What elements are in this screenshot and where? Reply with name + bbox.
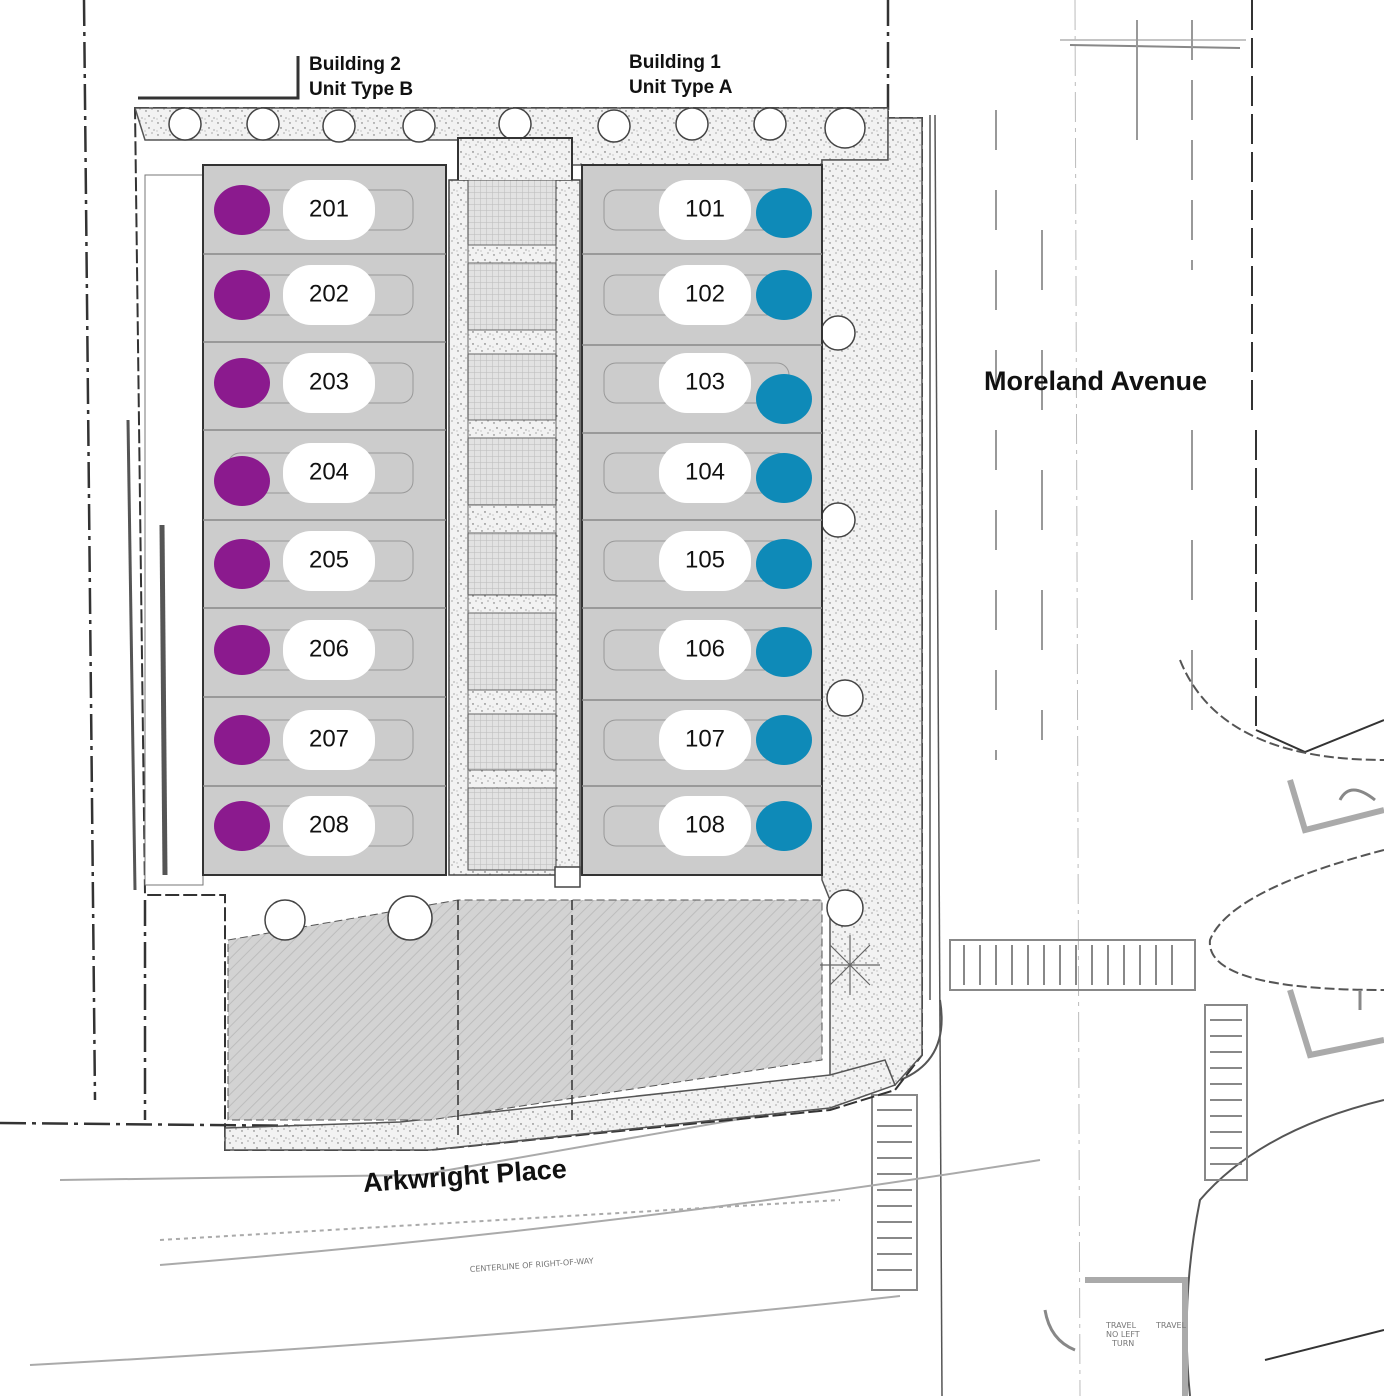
unit-number: 104 [685,458,725,485]
sidewalk-east [821,117,923,1099]
unit-label-pill [283,265,375,325]
unit-marker-dot [756,539,812,589]
building-2-label: Building 2 Unit Type B [309,52,413,102]
unit-label-pill [659,620,751,680]
unit-number: 204 [309,458,349,485]
unit-label-pill [283,796,375,856]
building-2-units: 201 202 203 204 205 206 207 208 [214,180,414,856]
rear-yard-strip [144,174,204,886]
unit-number: 202 [309,280,349,307]
unit-number: 101 [685,195,725,222]
unit-number: 207 [309,725,349,752]
travel-note: TRAVEL [1105,1321,1137,1330]
unit-number: 201 [309,195,349,222]
unit-marker-dot [756,188,812,238]
unit-number: 108 [685,811,725,838]
unit-label-pill [283,353,375,413]
tree-icon [264,899,306,941]
unit-marker-dot [214,270,270,320]
unit-marker-dot [756,453,812,503]
building-2-name: Building 2 [309,54,401,75]
tree-icon [826,679,864,717]
unit-marker-dot [214,625,270,675]
tree-icon [387,895,433,941]
building-2-unit-dividers [203,253,446,787]
crosswalk-south [871,1094,918,1291]
crosswalk-southeast [1204,1004,1248,1181]
unit-label-pill [283,443,375,503]
building-1-unit-dividers [582,253,822,787]
unit-marker-dot [756,801,812,851]
intersection-curbs [899,659,1384,1396]
unit-label-pill [283,180,375,240]
unit-label-pill [283,620,375,680]
tree-icon [675,107,709,141]
unit-marker-dot [756,627,812,677]
unit-number: 205 [309,546,349,573]
unit-marker-dot [214,715,270,765]
building-1-unit-type: Unit Type A [629,77,733,98]
courtyard-bands [467,244,557,789]
unit-number: 103 [685,368,725,395]
building-2-leader [138,56,300,100]
unit-label-pill [283,710,375,770]
moreland-avenue-label: Moreland Avenue [984,366,1208,396]
unit-marker-dot [756,270,812,320]
building-2-unit-type: Unit Type B [309,79,414,100]
unit-marker-dot [756,374,812,424]
fence-line [159,524,168,876]
unit-label-pill [659,796,751,856]
unit-label-pill [659,531,751,591]
unit-marker-dot [214,456,270,506]
unit-label-pill [659,353,751,413]
unit-label-pill [659,265,751,325]
tree-icon [498,107,532,141]
lane-lines [929,0,1193,1396]
unit-label-pill [659,180,751,240]
unit-number: 203 [309,368,349,395]
unit-label-pill [659,710,751,770]
centerline-note: CENTERLINE OF RIGHT-OF-WAY [470,1256,594,1274]
tree-icon [826,889,864,927]
unit-marker-dot [214,358,270,408]
tree-icon [753,107,787,141]
courtyard-drain [554,866,581,888]
tree-icon [820,502,856,538]
tree-icon [820,315,856,351]
building-1-name: Building 1 [629,52,721,73]
crosswalk-east [949,939,1196,991]
unit-marker-dot [214,185,270,235]
tree-icon [824,107,866,149]
unit-number: 105 [685,546,725,573]
unit-label-pill [283,531,375,591]
tree-icon [168,107,202,141]
turn-arrows [1043,788,1376,1352]
fence-line [126,419,137,891]
street-trees [168,107,880,995]
unit-marker-dot [214,539,270,589]
sidewalk-south [224,1059,896,1151]
unit-number: 107 [685,725,725,752]
building-1-label: Building 1 Unit Type A [629,50,732,100]
courtyard-entry [457,137,573,180]
unit-label-pill [659,443,751,503]
unit-number: 106 [685,635,725,662]
no-left-note-2: TURN [1111,1339,1134,1348]
no-left-note: NO LEFT [1106,1330,1140,1339]
unit-number: 102 [685,280,725,307]
tree-icon [597,109,631,143]
tree-icon [246,107,280,141]
unit-number: 208 [309,811,349,838]
travel-note-2: TRAVEL [1155,1321,1187,1330]
building-1-units: 101 102 103 104 105 106 107 108 [603,180,812,856]
unit-marker-dot [756,715,812,765]
tree-icon [402,109,436,143]
unit-marker-dot [214,801,270,851]
unit-number: 206 [309,635,349,662]
tree-icon [322,109,356,143]
